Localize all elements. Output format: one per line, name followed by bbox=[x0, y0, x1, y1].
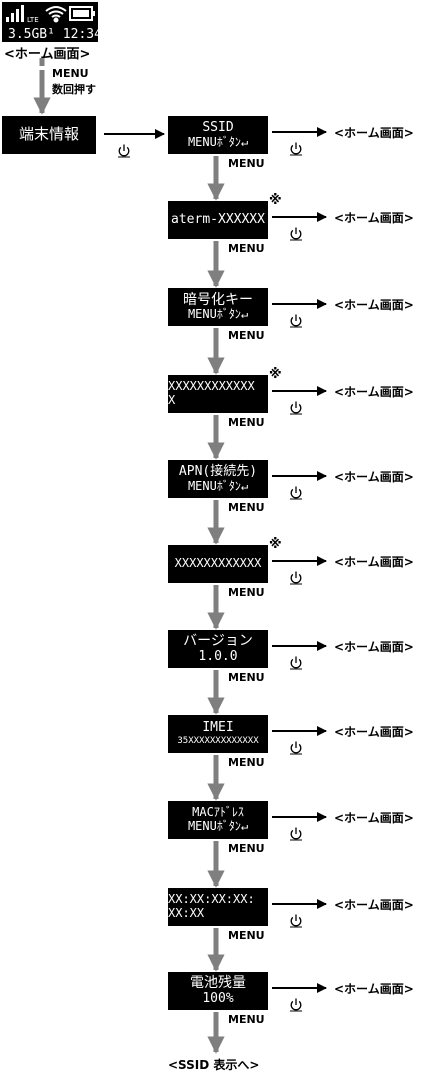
menu-label: MENU bbox=[228, 1013, 265, 1026]
menu-label: MENU bbox=[228, 842, 265, 855]
home-destination-label: <ホーム画面> bbox=[334, 811, 414, 825]
power-button-icon bbox=[290, 142, 302, 156]
menu-label: MENU bbox=[228, 929, 265, 942]
lcd-line: aterm-XXXXXX bbox=[171, 211, 265, 227]
home-destination-label: <ホーム画面> bbox=[334, 385, 414, 399]
wifi-icon bbox=[45, 6, 67, 23]
power-button-icon bbox=[290, 998, 302, 1012]
bottom-caption: <SSID 表示へ> bbox=[168, 1058, 260, 1072]
power-button-icon bbox=[290, 486, 302, 500]
lcd-line: バージョン bbox=[183, 633, 253, 650]
intro-press-label: 数回押す bbox=[52, 83, 96, 96]
menu-label: MENU bbox=[228, 671, 265, 684]
status-clock: 3.5GB¹ 12:34 bbox=[8, 27, 102, 42]
battery-icon bbox=[69, 6, 95, 21]
status-icons: LTE bbox=[6, 5, 95, 24]
lcd-screen-10: XX:XX:XX:XX:XX:XX bbox=[168, 888, 268, 926]
power-button-icon bbox=[290, 827, 302, 841]
lcd-line: XXXXXXXXXXXX bbox=[174, 556, 262, 571]
power-button-icon bbox=[290, 656, 302, 670]
power-button-icon bbox=[290, 914, 302, 928]
lcd-line: 100% bbox=[202, 990, 234, 1006]
lcd-line: 35XXXXXXXXXXXXX bbox=[177, 736, 259, 747]
intro-menu-label: MENU bbox=[52, 67, 89, 80]
power-button-icon bbox=[290, 571, 302, 585]
home-destination-label: <ホーム画面> bbox=[334, 298, 414, 312]
home-destination-label: <ホーム画面> bbox=[334, 470, 414, 484]
menu-label: MENU bbox=[228, 756, 265, 769]
intro-menu-instruction: MENU 数回押す bbox=[52, 66, 96, 98]
lcd-line: IMEI bbox=[202, 720, 234, 736]
home-destination-label: <ホーム画面> bbox=[334, 126, 414, 140]
home-destination-label: <ホーム画面> bbox=[334, 640, 414, 654]
lcd-line: XX:XX:XX:XX: bbox=[168, 892, 255, 907]
lcd-line: MENUﾎﾞﾀﾝ↵ bbox=[187, 478, 249, 493]
lcd-line: MACｱﾄﾞﾚｽ bbox=[192, 805, 244, 820]
lcd-line: 1.0.0 bbox=[198, 648, 238, 664]
lcd-line: 暗号化キー bbox=[183, 292, 253, 309]
home-destination-label: <ホーム画面> bbox=[334, 211, 414, 225]
lcd-line: SSID bbox=[202, 119, 234, 135]
menu-label: MENU bbox=[228, 157, 265, 170]
home-caption: <ホーム画面> bbox=[4, 47, 91, 62]
menu-label: MENU bbox=[228, 501, 265, 514]
lcd-screen-6: XXXXXXXXXXXX bbox=[168, 545, 268, 583]
lcd-line: MENUﾎﾞﾀﾝ↵ bbox=[187, 307, 249, 322]
power-button-icon bbox=[290, 227, 302, 241]
lcd-line: 電池残量 bbox=[190, 975, 246, 992]
lcd-line: MENUﾎﾞﾀﾝ↵ bbox=[187, 819, 249, 833]
power-button-icon bbox=[290, 741, 302, 755]
signal-bars-icon bbox=[6, 5, 24, 22]
menu-label: MENU bbox=[228, 586, 265, 599]
lcd-line: XXXXXXXXXXXX bbox=[168, 379, 255, 394]
menu-label: MENU bbox=[228, 242, 265, 255]
power-button-icon bbox=[290, 314, 302, 328]
lcd-screen-5: APN(接続先)MENUﾎﾞﾀﾝ↵ bbox=[168, 460, 268, 498]
power-button-icon bbox=[290, 401, 302, 415]
home-destination-label: <ホーム画面> bbox=[334, 982, 414, 996]
lcd-line: X bbox=[168, 393, 176, 407]
menu-label: MENU bbox=[228, 416, 265, 429]
lcd-line: MENUﾎﾞﾀﾝ↵ bbox=[187, 134, 249, 149]
home-destination-label: <ホーム画面> bbox=[334, 555, 414, 569]
lcd-screen-2: aterm-XXXXXX bbox=[168, 201, 268, 239]
footnote-mark: ※ bbox=[269, 193, 282, 208]
home-destination-label: <ホーム画面> bbox=[334, 725, 414, 739]
home-destination-label: <ホーム画面> bbox=[334, 898, 414, 912]
menu-label: MENU bbox=[228, 329, 265, 342]
device-info-label: 端末情報 bbox=[18, 125, 79, 144]
lte-label: LTE bbox=[27, 16, 39, 24]
footnote-mark: ※ bbox=[269, 367, 282, 382]
power-button-icon bbox=[118, 144, 130, 158]
device-info-screen: 端末情報 bbox=[2, 116, 96, 154]
lcd-line: APN(接続先) bbox=[178, 463, 258, 479]
home-screen-display: LTE 3.5GB¹ 12:34 bbox=[2, 2, 102, 42]
footnote-mark: ※ bbox=[269, 537, 282, 552]
lcd-line: XX:XX bbox=[168, 906, 205, 920]
